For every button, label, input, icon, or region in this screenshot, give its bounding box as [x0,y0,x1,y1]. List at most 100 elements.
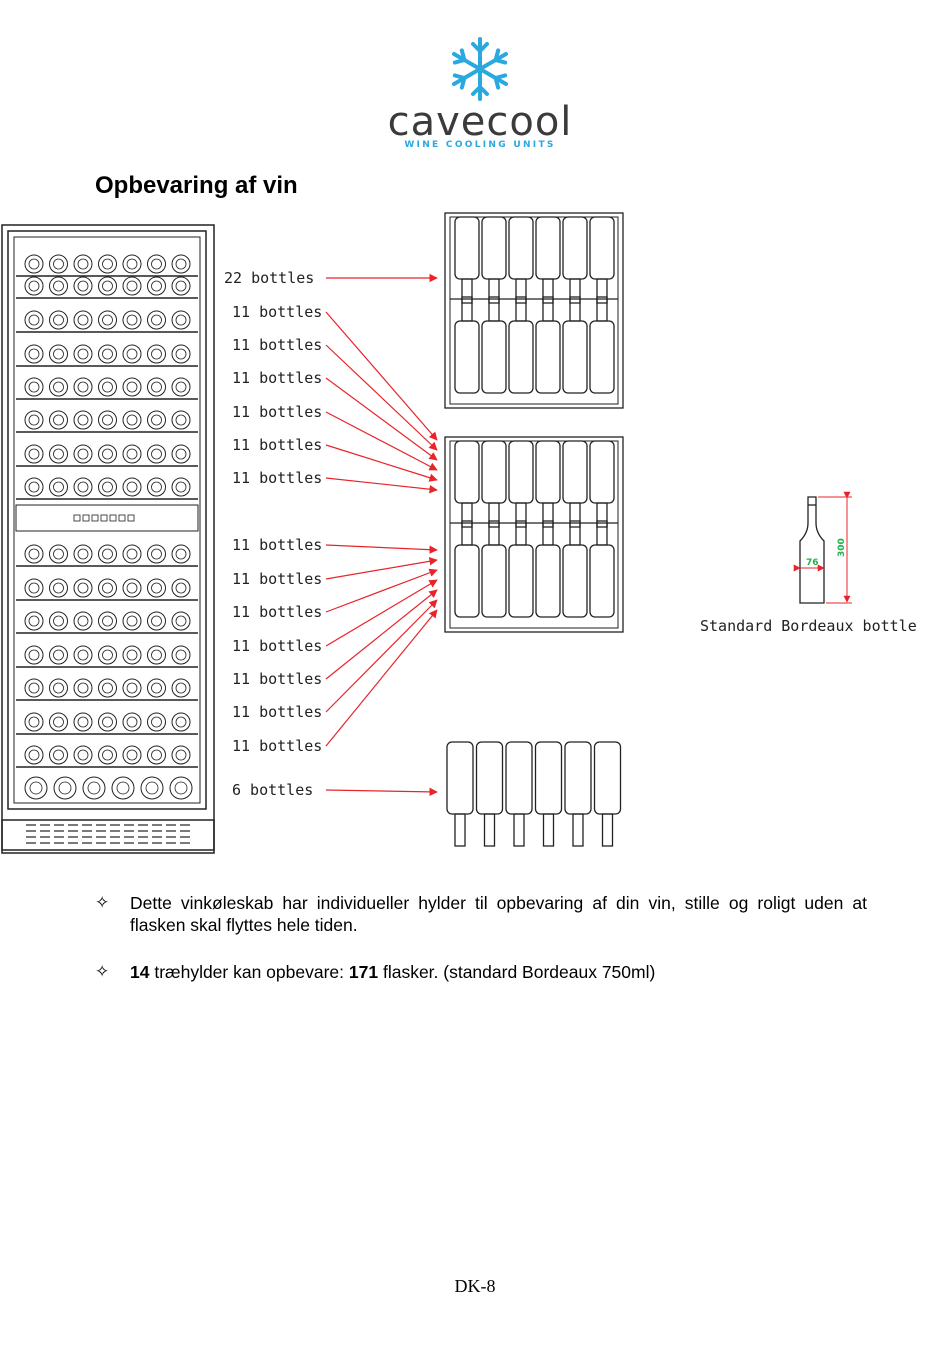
cabinet-bottle-end [147,477,166,497]
shelf-capacity-label: 11 bottles [232,570,322,588]
cabinet-bottle-end [122,578,142,598]
cabinet-bottle-end [49,544,68,564]
cabinet-bottle-end [147,276,166,296]
cabinet-bottle-end [122,276,142,296]
pointer-arrow [325,411,438,471]
cabinet-bottle-end [49,611,68,631]
cabinet-bottle-end [73,276,93,296]
bottle-count: 171 [348,962,379,982]
cabinet-bottle-end [98,578,117,598]
bordeaux-bottle-icon [799,496,825,604]
shelf-capacity-label: 11 bottles [232,637,322,655]
bottle-height-value: 300 [837,538,847,557]
cabinet-bottle-end [98,444,117,464]
cabinet-bottle-end [73,611,93,631]
cabinet-bottle-end [73,678,93,698]
cabinet-bottle-end [171,254,191,274]
pointer-arrow [325,477,438,494]
shelf-capacity-label: 11 bottles [232,670,322,688]
shelf-capacity-label: 11 bottles [232,536,322,554]
cabinet-bottle-end [147,745,166,765]
cabinet-bottle-end [171,444,191,464]
bottle-width-value: 76 [806,558,819,568]
cabinet-bottle-end [147,611,166,631]
wine-cooler-front-view [1,224,215,854]
cabinet-bottle-end [73,377,93,397]
cabinet-bottle-end [147,410,166,430]
cabinet-bottle-end [73,477,93,497]
cabinet-bottle-end [24,712,44,732]
cabinet-bottle-end [49,745,68,765]
cabinet-bottle-end [122,377,142,397]
cabinet-bottle-end [147,712,166,732]
star-bullet-icon: ✧ [95,962,110,981]
cabinet-bottle-end [98,310,117,330]
cabinet-bottle-end [24,745,44,765]
bullet-text: Dette vinkøleskab har individueller hyld… [130,893,867,935]
shelf-count: 14 [130,962,150,982]
cabinet-bottle-end [98,276,117,296]
cabinet-bottle-end [171,745,191,765]
cavecool-logo [448,37,512,101]
pointer-arrow [325,609,438,747]
shelf-capacity-label: 6 bottles [232,781,313,799]
cabinet-bottle-end [171,678,191,698]
cabinet-bottle-end [147,310,166,330]
cabinet-bottle-end [73,310,93,330]
cabinet-bottle-end [147,444,166,464]
cabinet-bottle-end [147,377,166,397]
cabinet-bottle-end [73,578,93,598]
cabinet-bottle-end [122,254,142,274]
cabinet-bottle-end [49,645,68,665]
cabinet-bottle-end [98,712,117,732]
bullet-item: ✧ 14 træhylder kan opbevare: 171 flasker… [95,961,867,983]
rack-detail-double [444,212,624,409]
bottle-caption: Standard Bordeaux bottle [700,617,917,635]
cabinet-bottle-end [49,377,68,397]
cabinet-bottle-end [24,611,44,631]
shelf-capacity-label: 11 bottles [232,336,322,354]
cabinet-bottle-end [171,544,191,564]
pointer-arrow [325,311,438,441]
cabinet-bottle-end [73,544,93,564]
cabinet-bottle-end [24,645,44,665]
cabinet-bottle-end [73,745,93,765]
cabinet-bottle-end [122,410,142,430]
shelf-capacity-label: 11 bottles [232,469,322,487]
cabinet-bottle-end [98,544,117,564]
cabinet-bottle-end [171,611,191,631]
cabinet-bottle-end [49,410,68,430]
cabinet-bottle-end [147,544,166,564]
cabinet-bottle-end [122,611,142,631]
cabinet-bottle-end [73,444,93,464]
pointer-arrow [325,579,438,647]
cabinet-bottle-end [73,254,93,274]
bullet-post-text: flasker. (standard Bordeaux 750ml) [378,962,656,982]
cabinet-bottle-end [171,310,191,330]
cabinet-bottle-end [24,276,44,296]
cabinet-bottle-end [171,377,191,397]
shelf-capacity-label: 11 bottles [232,603,322,621]
cabinet-bottle-end [73,712,93,732]
cabinet-bottle-end [49,712,68,732]
cabinet-bottle-end [49,254,68,274]
cabinet-bottle-end [147,678,166,698]
cabinet-bottle-end [122,477,142,497]
cabinet-bottle-end [171,344,191,364]
cabinet-bottle-end [98,611,117,631]
pointer-arrow [325,344,438,451]
cabinet-bottle-end [147,645,166,665]
cabinet-bottle-end [49,678,68,698]
cabinet-bottle-end [147,344,166,364]
pointer-arrow [325,787,438,797]
logo-tagline: WINE COOLING UNITS [404,140,556,150]
pointer-arrow [325,589,438,680]
cabinet-bottle-end [24,377,44,397]
bullet-text: 14 træhylder kan opbevare: 171 flasker. … [130,961,867,983]
shelf-capacity-label: 11 bottles [232,737,322,755]
shelf-capacity-label: 11 bottles [232,436,322,454]
cabinet-bottle-end [98,377,117,397]
cabinet-bottle-end [122,544,142,564]
pointer-arrow [325,568,438,613]
